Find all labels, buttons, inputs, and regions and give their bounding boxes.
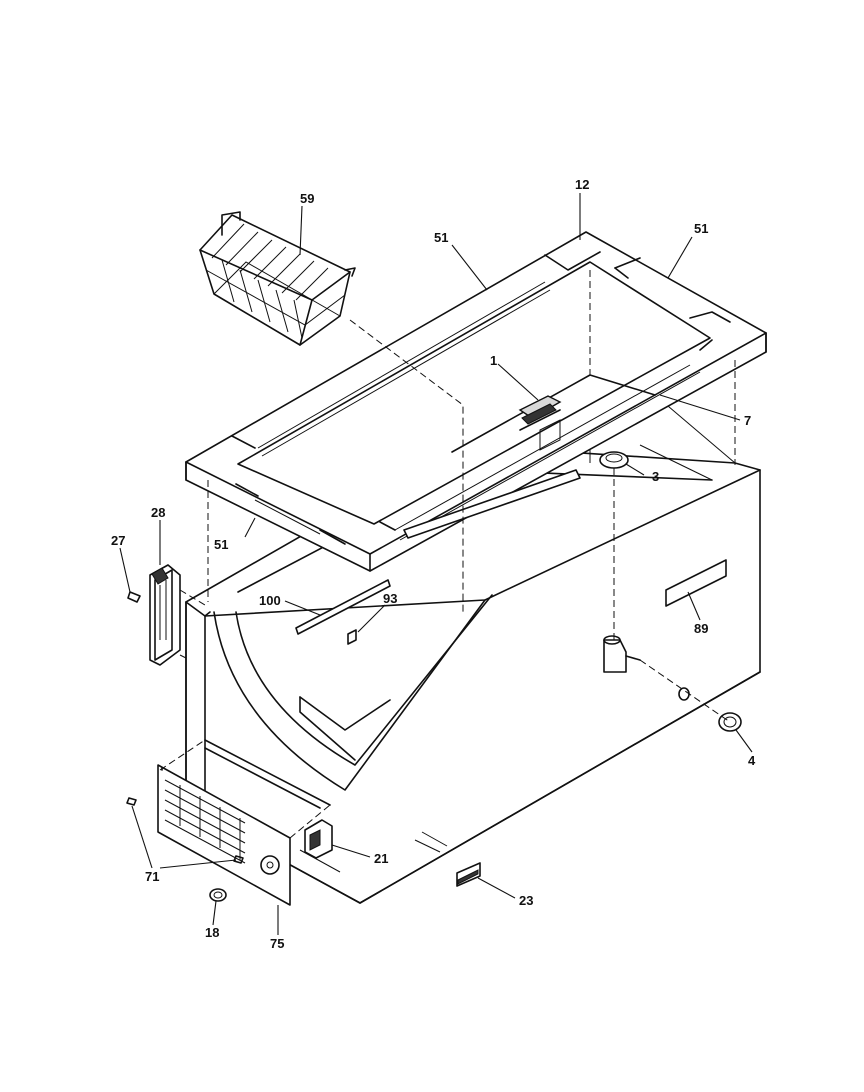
breaker-frame <box>185 231 767 572</box>
callout-23: 23 <box>519 893 533 908</box>
callout-7: 7 <box>744 413 751 428</box>
callout-51-right: 51 <box>694 221 708 236</box>
callout-28: 28 <box>151 505 165 520</box>
strips-and-label <box>295 469 727 887</box>
leader-lines <box>119 193 753 935</box>
callout-3: 3 <box>652 469 659 484</box>
drain-assembly <box>599 451 742 732</box>
callout-12: 12 <box>575 177 589 192</box>
callout-4: 4 <box>748 753 756 768</box>
switch-component <box>304 819 333 859</box>
callout-75: 75 <box>270 936 284 951</box>
callout-1: 1 <box>490 353 497 368</box>
callout-71: 71 <box>145 869 159 884</box>
callout-51-bottom: 51 <box>214 537 228 552</box>
callout-89: 89 <box>694 621 708 636</box>
callout-93: 93 <box>383 591 397 606</box>
front-grille <box>126 764 291 906</box>
callout-59: 59 <box>300 191 314 206</box>
alignment-lines <box>179 270 736 659</box>
callout-100: 100 <box>259 593 281 608</box>
callout-labels: 12 59 51 51 1 7 3 51 28 27 100 93 89 4 2… <box>111 177 756 951</box>
wire-basket <box>199 211 356 346</box>
hinge-assembly <box>127 564 181 666</box>
callout-27: 27 <box>111 533 125 548</box>
callout-21: 21 <box>374 851 388 866</box>
grille-rails <box>159 739 331 839</box>
callout-18: 18 <box>205 925 219 940</box>
callout-51-left: 51 <box>434 230 448 245</box>
